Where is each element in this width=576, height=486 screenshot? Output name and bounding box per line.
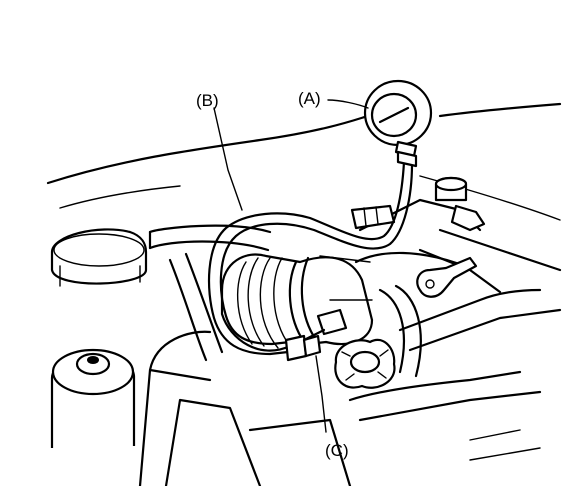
leader-a xyxy=(327,99,369,109)
intake-pipe xyxy=(148,224,272,362)
label-c: (C) xyxy=(325,441,349,460)
connector-fitting xyxy=(284,308,348,362)
leader-c xyxy=(315,355,327,433)
hose xyxy=(207,160,414,356)
body-panel-line xyxy=(59,175,561,221)
sensor-plug xyxy=(434,176,486,232)
wrench xyxy=(416,256,478,298)
leader-b xyxy=(213,107,243,211)
reservoir-cap xyxy=(50,228,148,287)
oil-cap xyxy=(50,348,136,448)
hood-edge xyxy=(46,102,562,185)
pressure-gauge xyxy=(363,79,433,168)
label-a: (A) xyxy=(298,89,321,108)
intake-duct xyxy=(220,253,374,352)
injector xyxy=(350,204,396,230)
filler-cap xyxy=(334,338,396,389)
label-b: (B) xyxy=(196,91,219,110)
